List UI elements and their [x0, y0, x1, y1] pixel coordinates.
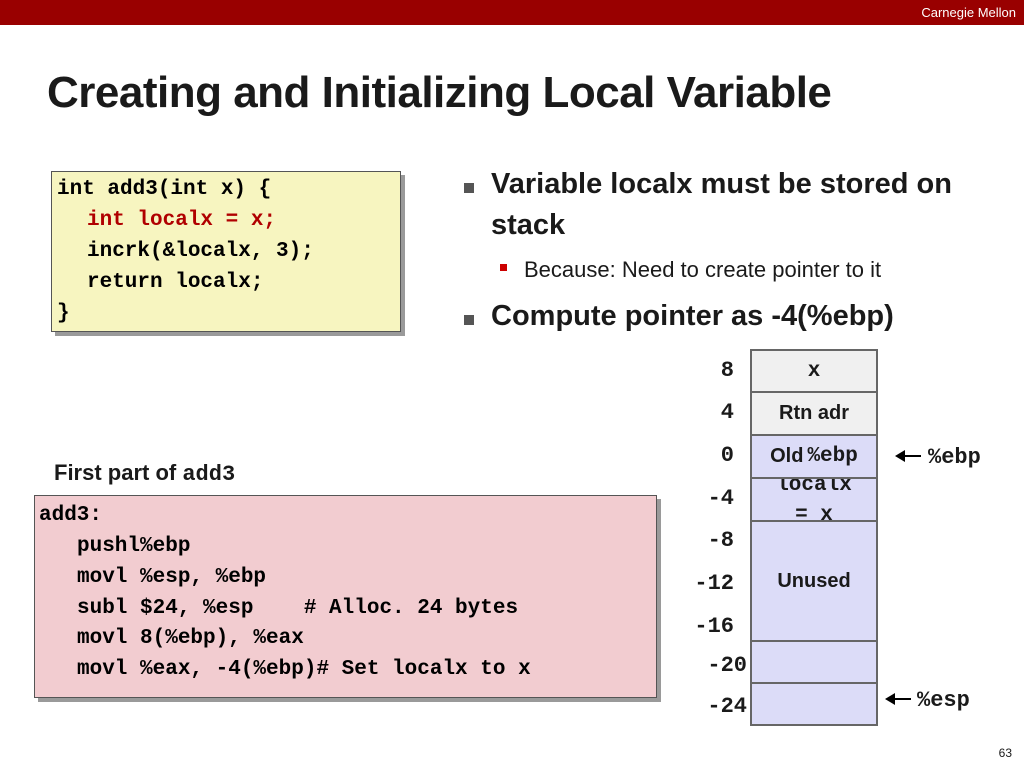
c-code-line-1: int add3(int x) {	[57, 178, 272, 201]
stack-offset-4: 4	[720, 400, 734, 425]
c-code-line-2: int localx = x;	[87, 209, 277, 232]
header-bar: Carnegie Mellon	[0, 0, 1024, 25]
stack-offset-minus16: -16	[694, 614, 734, 639]
sub-bullet-1: Because: Need to create pointer to it	[524, 257, 882, 282]
stack-cell-x: x	[750, 349, 878, 393]
esp-label: %esp	[917, 688, 970, 713]
asm-line-3: subl $24, %esp # Alloc. 24 bytes	[77, 597, 519, 620]
stack-cell-old-ebp: Old %ebp	[750, 434, 878, 479]
ebp-arrow-icon	[895, 450, 921, 462]
asm-label: add3:	[39, 504, 103, 527]
page-number: 63	[998, 746, 1012, 760]
stack-offset-minus8: -8	[707, 528, 734, 553]
stack-cell-bottom	[750, 682, 878, 726]
stack-offset-minus4: -4	[707, 486, 734, 511]
stack-cell-rtn-adr: Rtn adr	[750, 391, 878, 436]
sub-bullet-square-icon	[500, 264, 507, 271]
ebp-label: %ebp	[928, 445, 981, 470]
stack-offset-0: 0	[720, 443, 734, 468]
stack-cell-localx: localx = x	[750, 477, 878, 522]
stack-offset-minus24: -24	[707, 694, 747, 719]
asm-caption: First part of add3	[54, 460, 236, 487]
stack-offset-8: 8	[720, 358, 734, 383]
stack-cell-empty	[750, 640, 878, 684]
asm-line-5: movl %eax, -4(%ebp)# Set localx to x	[77, 658, 531, 681]
stack-offset-minus12: -12	[694, 571, 734, 596]
asm-line-2: movl %esp, %ebp	[77, 566, 267, 589]
esp-arrow-icon	[885, 693, 911, 705]
stack-cell-unused: Unused	[750, 520, 878, 642]
asm-line-1: pushl%ebp	[77, 535, 191, 558]
asm-code-box: add3: pushl%ebp movl %esp, %ebp subl $24…	[34, 495, 657, 698]
asm-line-4: movl 8(%ebp), %eax	[77, 627, 304, 650]
bullet-1-line-1: Variable localx must be stored on	[491, 168, 952, 200]
org-name: Carnegie Mellon	[921, 5, 1016, 20]
slide-title: Creating and Initializing Local Variable	[47, 68, 832, 117]
c-code-box: int add3(int x) { int localx = x; incrk(…	[51, 171, 401, 332]
bullet-2: Compute pointer as -4(%ebp)	[491, 300, 894, 332]
stack-offset-minus20: -20	[707, 653, 747, 678]
bullet-1-line-2: stack	[491, 209, 566, 241]
c-code-line-3: incrk(&localx, 3);	[87, 240, 314, 263]
c-code-line-5: }	[57, 302, 70, 325]
c-code-line-4: return localx;	[87, 271, 264, 294]
bullet-square-icon	[464, 315, 474, 325]
bullet-square-icon	[464, 183, 474, 193]
